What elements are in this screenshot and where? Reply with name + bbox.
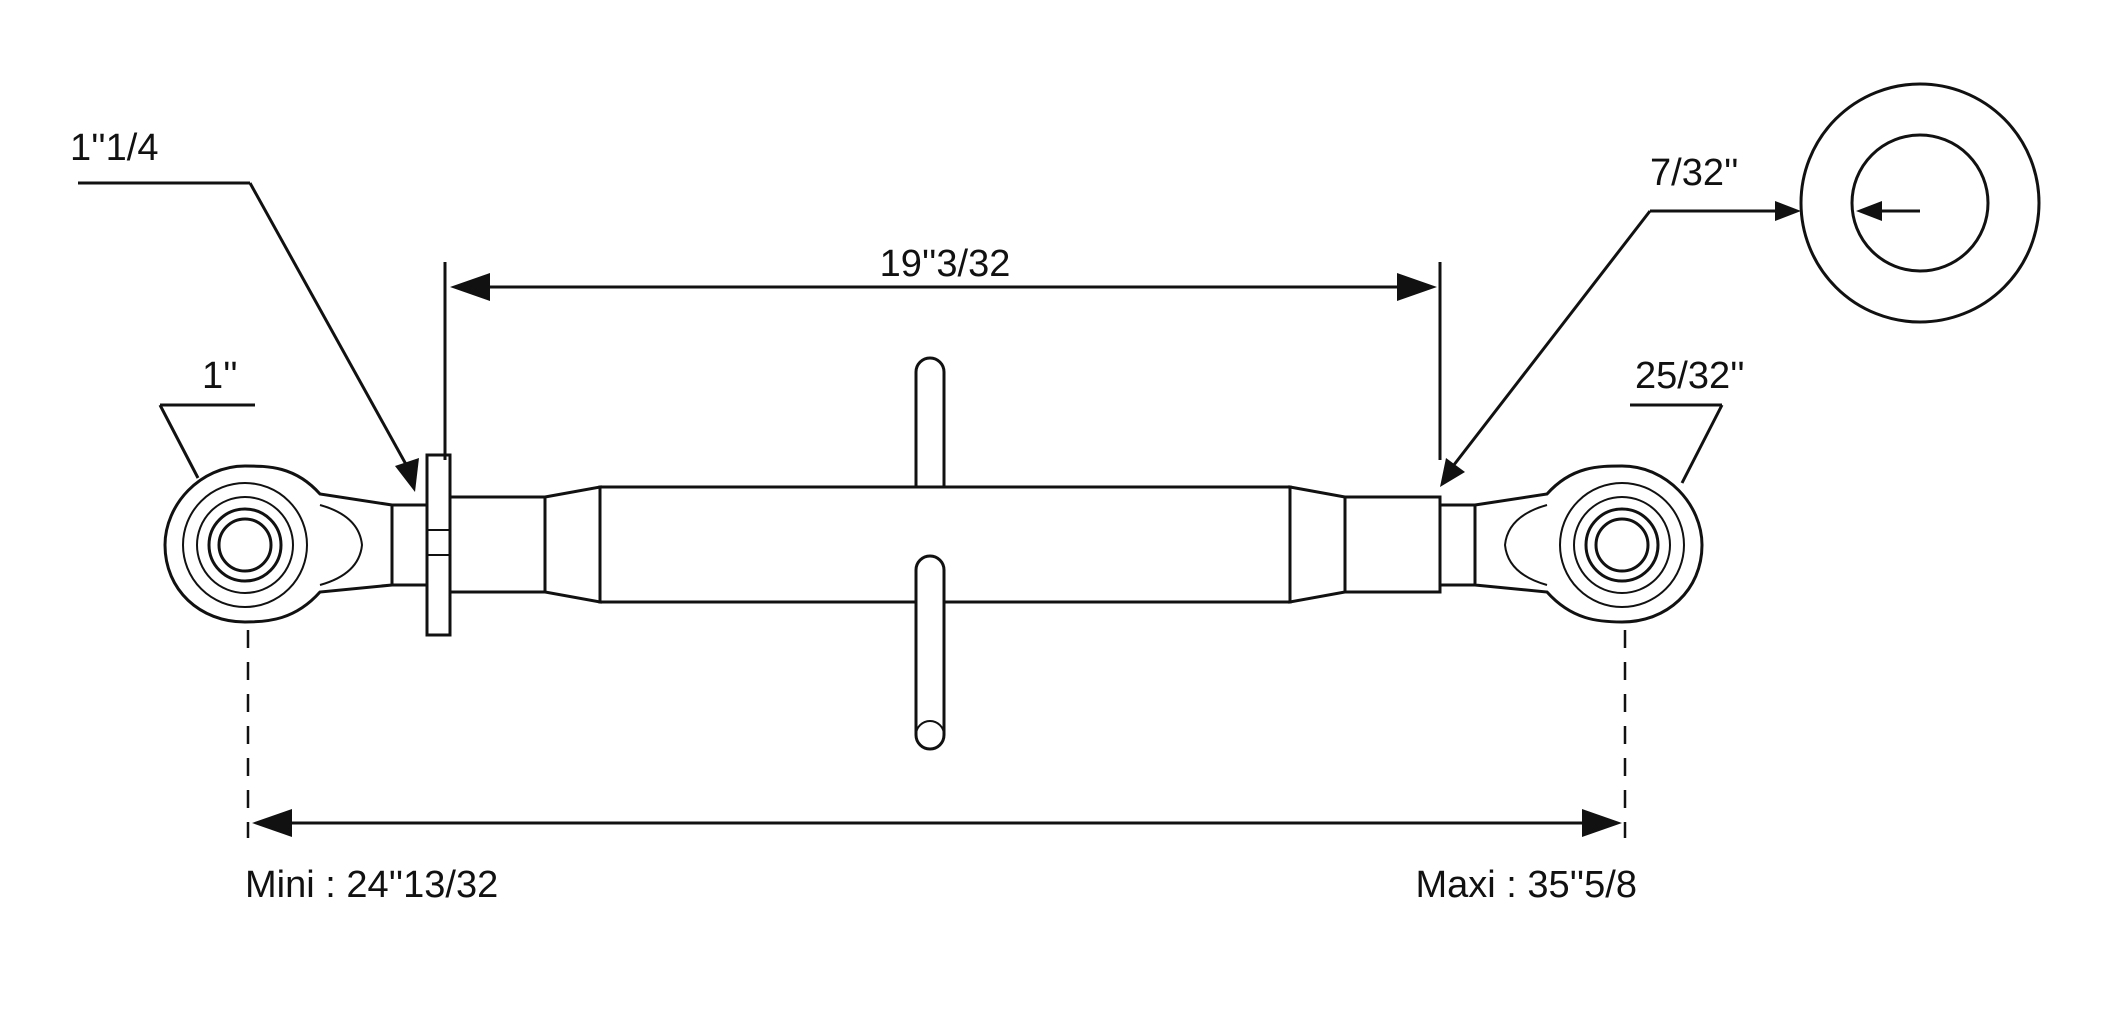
leader-line	[248, 182, 410, 469]
left-eye-ring	[196, 496, 294, 594]
right-pin-leader	[1630, 403, 1724, 484]
leader-arrow	[1440, 458, 1465, 487]
arrow-left	[450, 273, 490, 301]
left-pin-leader	[158, 403, 255, 479]
left-ball-joint	[163, 464, 394, 624]
left-eye-ring-inner	[207, 507, 283, 583]
overall-length-dimension	[246, 630, 1627, 838]
lock-nut	[425, 453, 452, 637]
right-eye-collar	[1503, 504, 1548, 586]
right-eye-ring	[1573, 496, 1671, 594]
min-length-label: Mini : 24''13/32	[245, 864, 498, 906]
hole-size-label: 7/32''	[1650, 152, 1738, 194]
lever-handle-top	[914, 356, 946, 489]
right-threaded-tube	[1343, 495, 1442, 594]
max-length-label: Maxi : 35''5/8	[1415, 864, 1637, 906]
leader-line	[1680, 404, 1724, 484]
top-link-assembly	[163, 356, 1704, 751]
right-ball-joint	[1473, 464, 1704, 624]
right-pin-label: 25/32''	[1635, 355, 1745, 397]
thread-size-leader	[78, 181, 419, 492]
right-eye-ring-inner	[1584, 507, 1660, 583]
lever-handle-end	[915, 720, 945, 750]
arrow-right	[1582, 809, 1622, 837]
thread-size-label: 1''1/4	[70, 127, 158, 169]
arrow-left	[252, 809, 292, 837]
hole-detail-inner	[1850, 133, 1990, 273]
right-eye-ring-outer	[1559, 482, 1685, 608]
left-neck	[390, 503, 429, 587]
left-pin-label: 1''	[202, 355, 238, 397]
hole-detail-arrow	[1856, 201, 1882, 221]
leader-line	[1448, 210, 1652, 471]
hole-detail	[1440, 82, 2041, 487]
body-length-label: 19''3/32	[880, 243, 1011, 285]
leader-line	[158, 404, 200, 479]
leader-shelf-arrow	[1775, 201, 1801, 221]
leader-arrow	[395, 458, 419, 492]
right-taper	[1288, 485, 1347, 604]
left-eye-housing	[163, 464, 394, 624]
right-eye-housing	[1473, 464, 1704, 624]
left-taper	[543, 485, 602, 604]
body-length-dimension	[443, 262, 1442, 460]
arrow-right	[1397, 273, 1437, 301]
left-eye-ring-outer	[182, 482, 308, 608]
right-eye-bore	[1594, 517, 1650, 573]
right-neck	[1438, 503, 1477, 587]
left-eye-collar	[319, 504, 364, 586]
left-eye-bore	[217, 517, 273, 573]
hole-detail-outer	[1799, 82, 2041, 324]
left-threaded-tube	[448, 495, 547, 594]
